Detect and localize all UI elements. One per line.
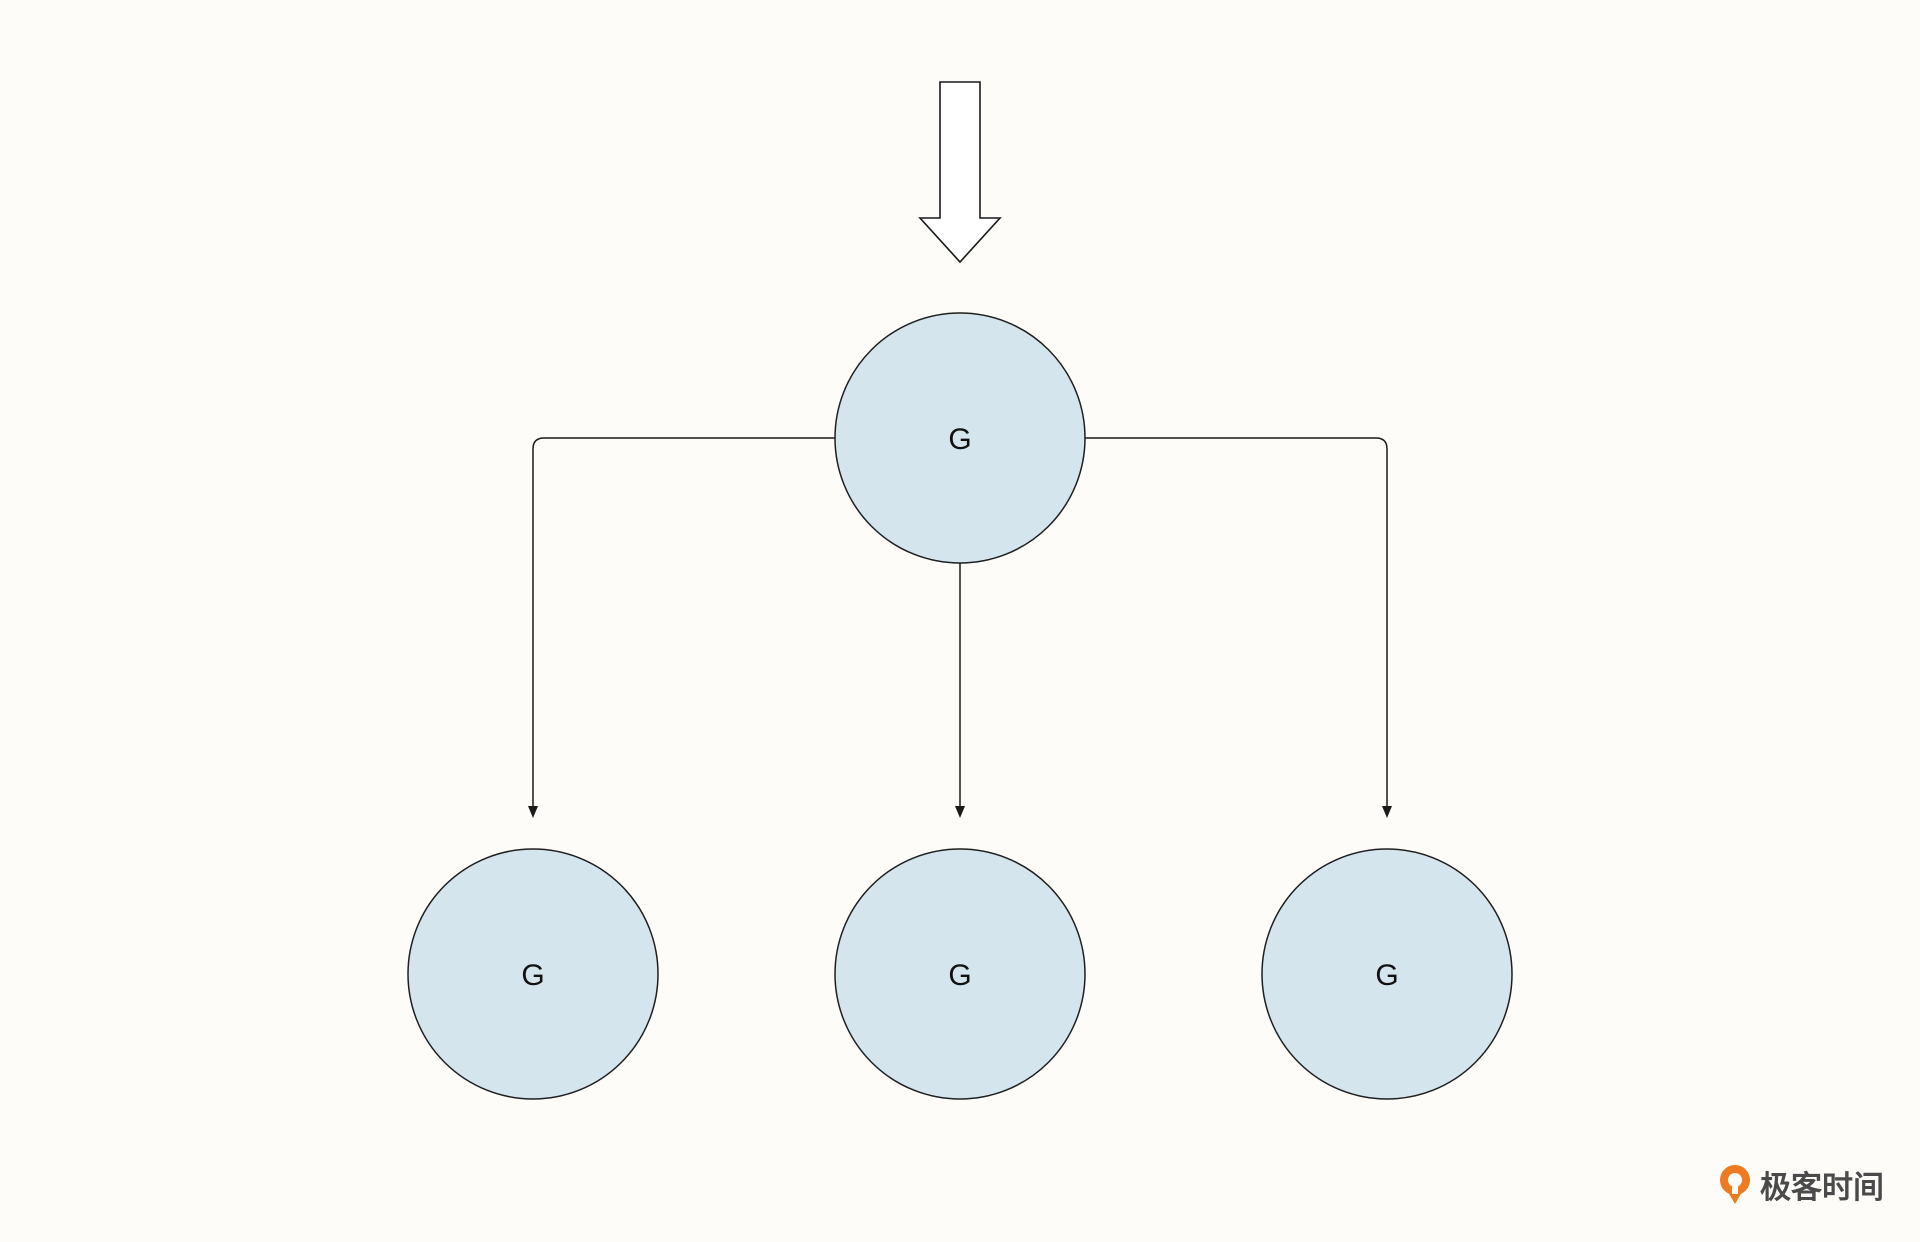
node-child-middle-label: G	[948, 959, 971, 992]
node-child-right: G	[1261, 848, 1513, 1100]
node-child-right-label: G	[1375, 959, 1398, 992]
entry-arrow	[918, 81, 1002, 264]
node-root-label: G	[948, 423, 971, 456]
node-root: G	[834, 312, 1086, 564]
arrowhead-left	[528, 806, 538, 818]
node-child-middle: G	[834, 848, 1086, 1100]
node-child-left: G	[407, 848, 659, 1100]
geektime-logo-icon	[1720, 1165, 1750, 1204]
arrowhead-right	[1382, 806, 1392, 818]
arrowhead-middle	[955, 806, 965, 818]
edge-root-to-left	[532, 437, 835, 807]
brand-watermark: 极客时间	[1716, 1162, 1884, 1206]
edge-root-to-right	[1085, 437, 1388, 807]
node-child-left-label: G	[521, 959, 544, 992]
brand-text: 极客时间	[1760, 1169, 1884, 1206]
